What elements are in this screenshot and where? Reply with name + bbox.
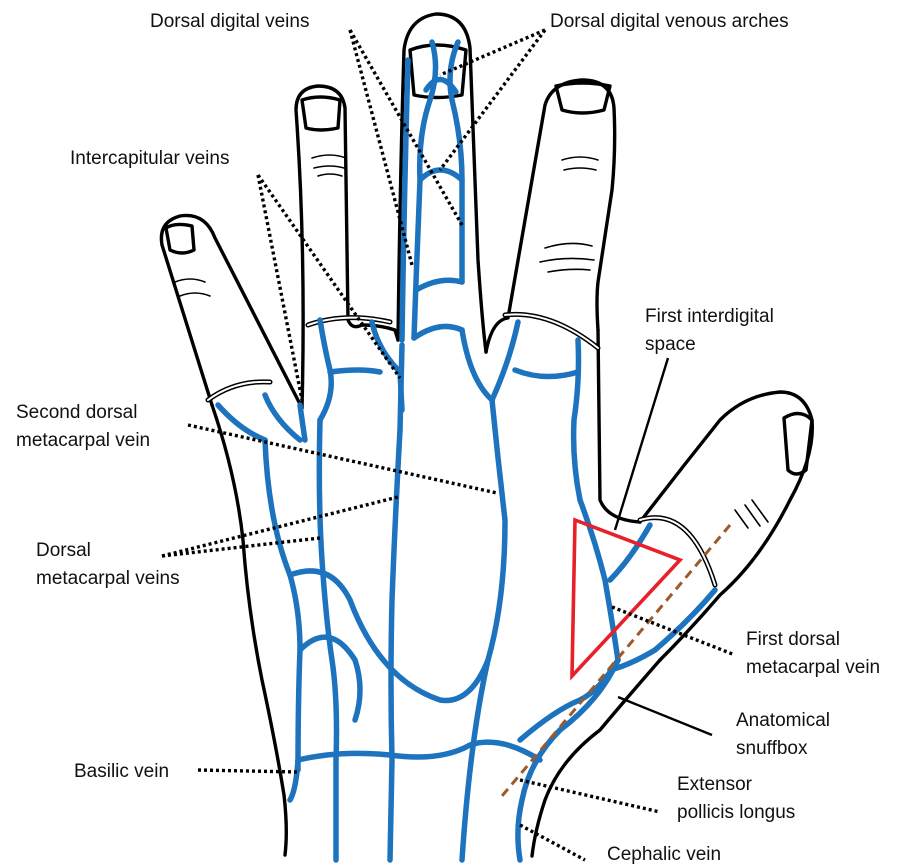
ring-finger-connector [330,370,380,372]
dorsal-digital-vein-middle-left [414,42,436,338]
labels: Dorsal digital veins Dorsal digital veno… [16,11,880,865]
label-first-interdigital-space-line1: First interdigital [645,306,774,327]
label-anatomical-snuffbox-line1: Anatomical [736,710,830,731]
label-intercapitular-veins: Intercapitular veins [70,148,229,169]
leader-lines [162,30,735,860]
radial-border-outline [598,330,640,522]
middle-finger-connector-1 [420,170,462,180]
label-second-dorsal-metacarpal-line1: Second dorsal [16,402,137,423]
label-anatomical-snuffbox-line2: snuffbox [736,738,808,759]
index-finger-outline [486,80,615,352]
label-extensor-pollicis-longus-line1: Extensor [677,774,753,795]
thumb-vein-1 [610,525,650,580]
ring-middle-web-outline [362,325,398,340]
label-basilic-vein: Basilic vein [74,761,169,782]
second-dorsal-metacarpal-vein [390,430,400,860]
thumb-nail [784,413,812,474]
fingernails [166,45,812,474]
middle-finger-connector-3 [414,326,462,338]
first-interdigital-space-triangle [572,520,680,676]
little-finger-outline [161,215,302,408]
central-dorsal-metacarpal-vein [462,400,505,860]
label-first-dorsal-metacarpal-line2: metacarpal vein [746,657,880,678]
index-finger-nail [556,83,610,113]
leader-first-interdigital-space [615,358,668,530]
index-finger-vein-left [492,322,518,400]
label-first-dorsal-metacarpal-line1: First dorsal [746,629,840,650]
label-dorsal-metacarpal-line1: Dorsal [36,540,91,561]
label-second-dorsal-metacarpal-line2: metacarpal vein [16,430,150,451]
label-dorsal-metacarpal-line2: metacarpal veins [36,568,180,589]
label-cephalic-vein: Cephalic vein [607,844,721,865]
leader-basilic-vein [198,770,298,772]
leader-cephalic-vein [520,825,585,860]
dorsal-digital-vein-middle-right [450,42,462,282]
intercapitular-vein-1 [300,405,305,440]
label-dorsal-digital-veins: Dorsal digital veins [150,11,309,32]
index-finger-connector [515,370,578,377]
leader-anatomical-snuffbox [618,697,712,735]
little-finger-vein-right [265,395,300,440]
ulnar-border-outline [212,405,286,855]
intercapitular-vein-2 [400,345,402,430]
label-dorsal-digital-venous-arches: Dorsal digital venous arches [550,11,789,32]
basilic-vein [290,760,298,800]
label-extensor-pollicis-longus-line2: pollicis longus [677,802,795,823]
middle-finger-connector-2 [416,280,462,290]
little-finger-nail [166,224,194,253]
label-first-interdigital-space-line2: space [645,334,696,355]
ring-finger-nail [302,97,340,130]
index-finger-vein-right [574,340,580,500]
leader-dorsal-metacarpal-2 [162,538,320,556]
